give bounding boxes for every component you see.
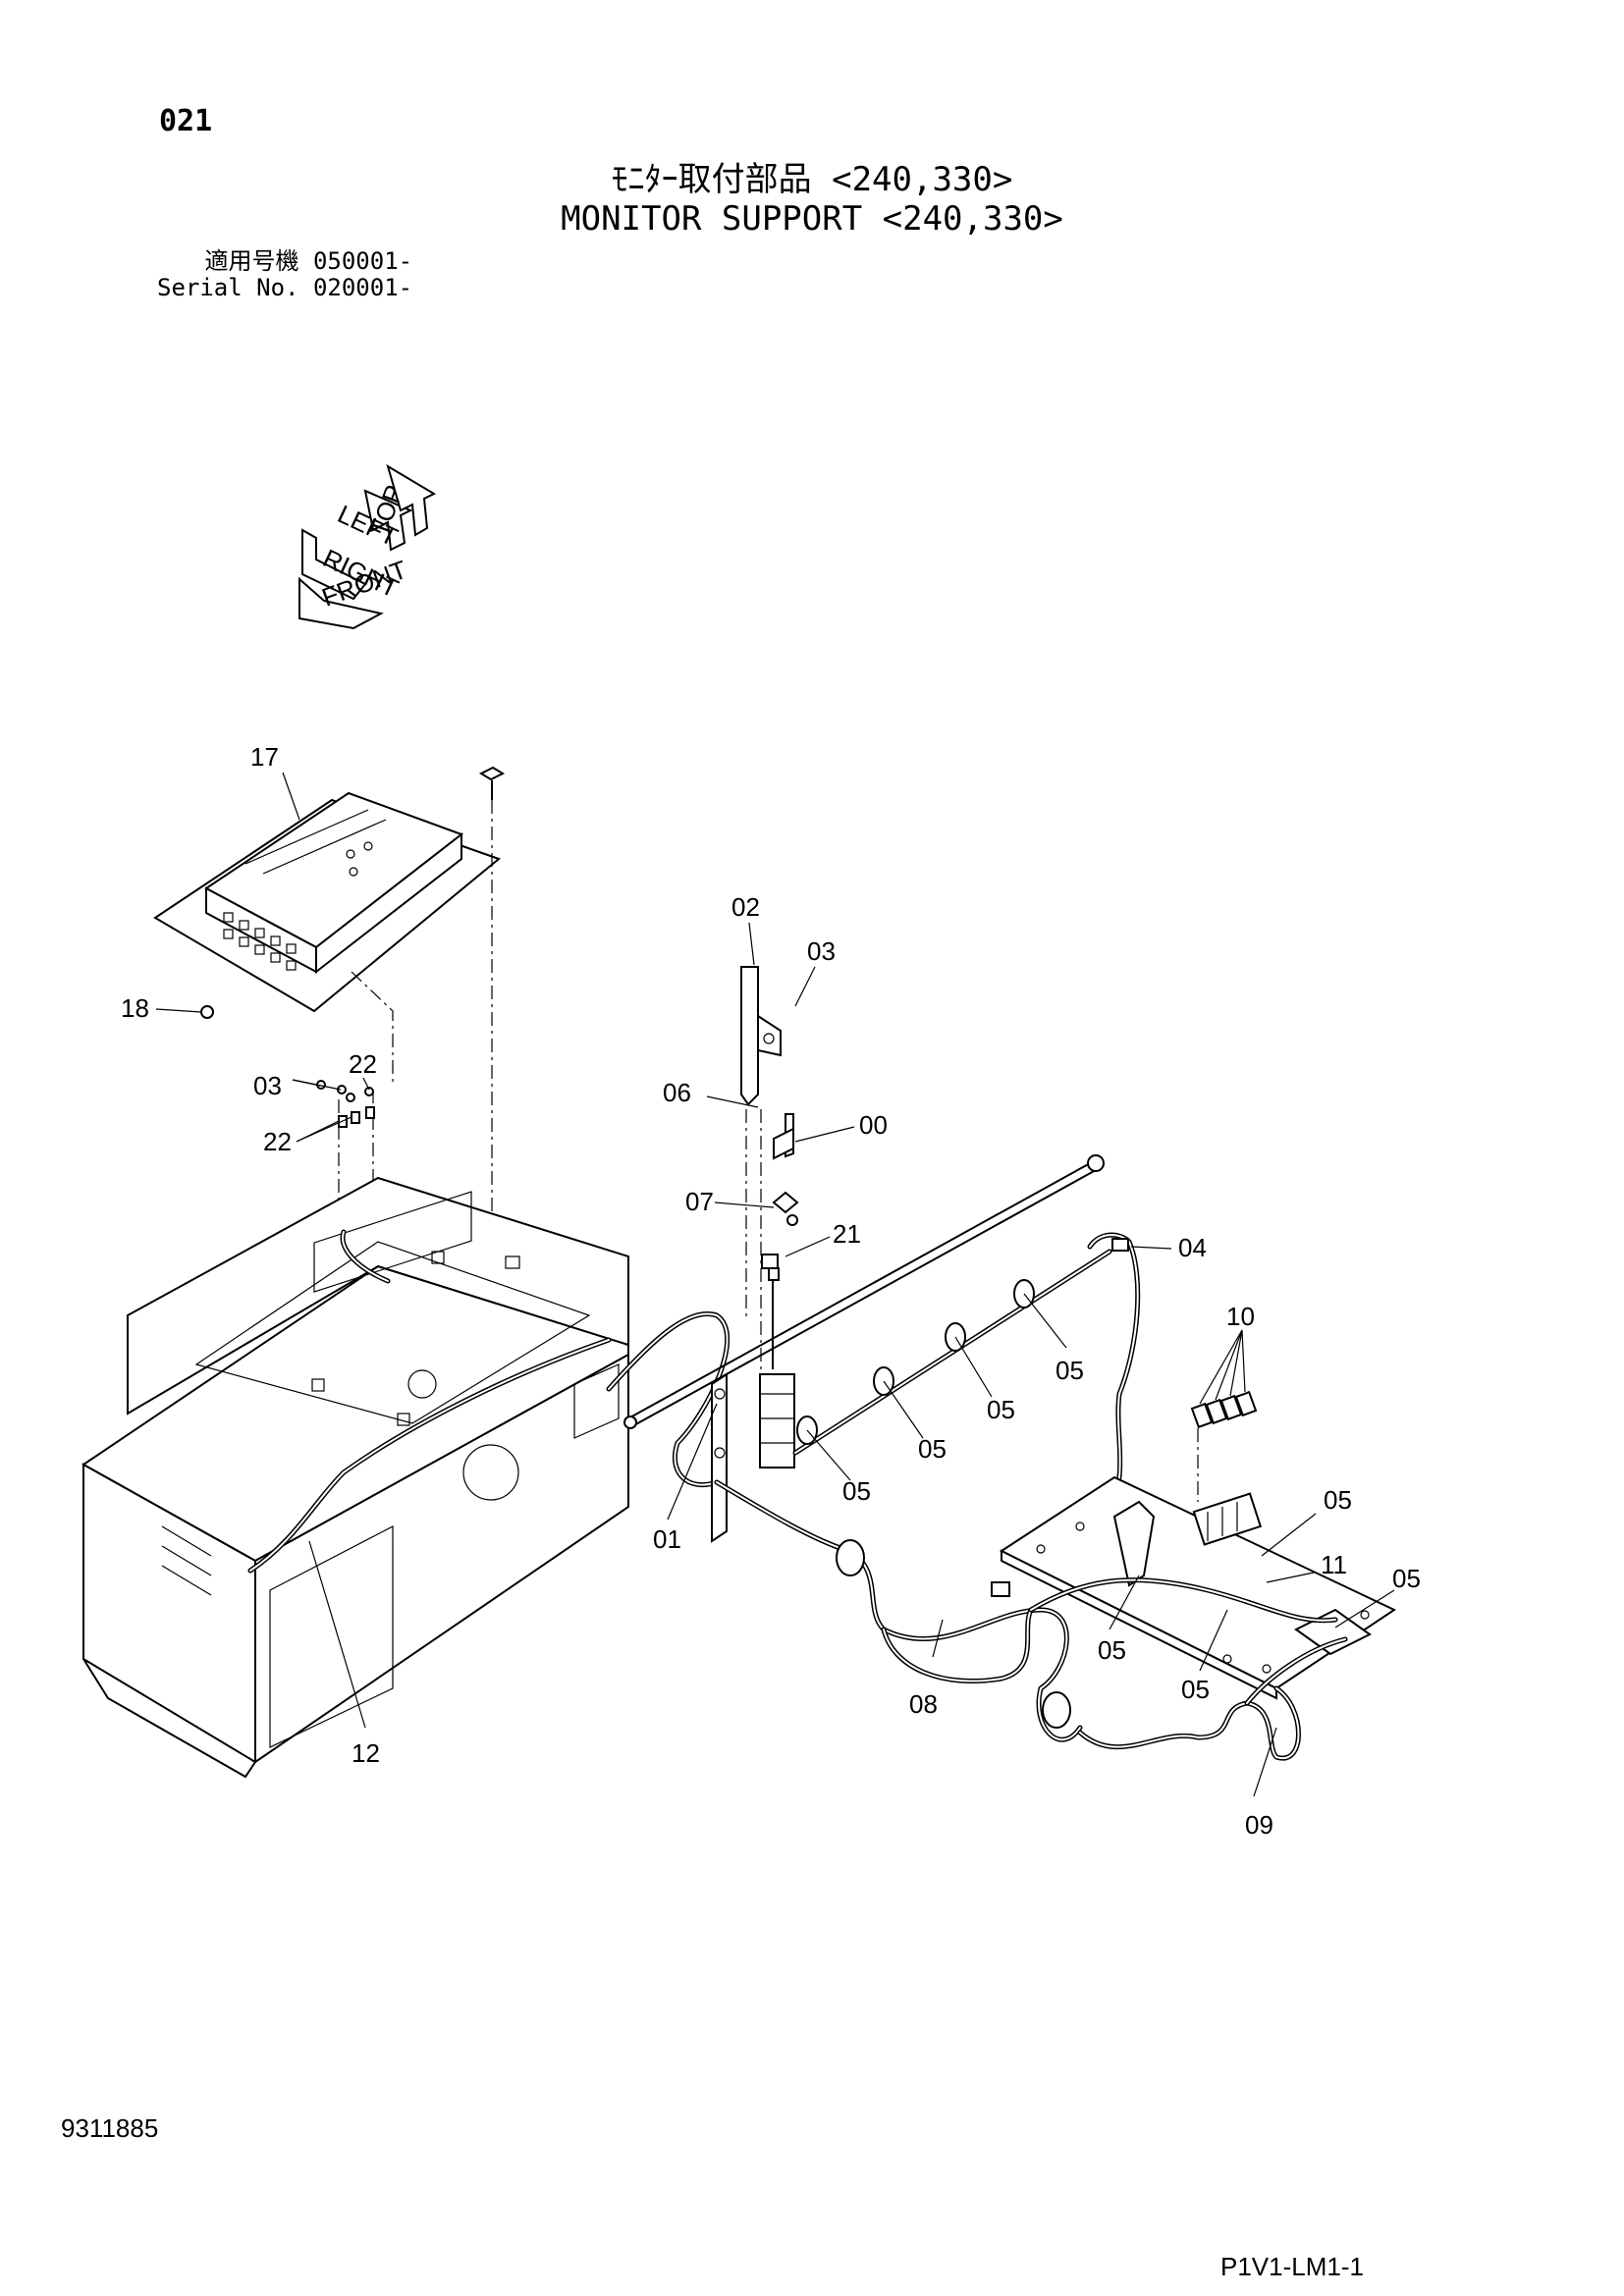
callout-05f: 05 bbox=[1392, 1564, 1421, 1593]
callout-05c: 05 bbox=[918, 1434, 947, 1464]
callout-08: 08 bbox=[909, 1689, 938, 1719]
callout-18: 18 bbox=[121, 993, 149, 1023]
callout-00: 00 bbox=[859, 1110, 888, 1140]
callout-05b: 05 bbox=[987, 1395, 1015, 1424]
console-box bbox=[81, 1176, 629, 1779]
callout-01: 01 bbox=[653, 1524, 681, 1554]
callout-21: 21 bbox=[833, 1219, 861, 1249]
callout-22a: 22 bbox=[349, 1049, 377, 1079]
callout-07: 07 bbox=[685, 1187, 714, 1216]
bolt-icon bbox=[478, 766, 506, 1276]
callout-05a: 05 bbox=[1056, 1356, 1084, 1385]
serial-en: Serial No. 020001- bbox=[157, 274, 413, 301]
callout-17: 17 bbox=[250, 742, 279, 772]
orientation-arrows-icon: RIGHT LEFT TOP FRONT bbox=[298, 463, 437, 630]
callout-10: 10 bbox=[1226, 1302, 1255, 1331]
callout-05g: 05 bbox=[1098, 1635, 1126, 1665]
nut-icon bbox=[200, 1005, 214, 1019]
callout-05e: 05 bbox=[1324, 1485, 1352, 1515]
monitor-bracket bbox=[153, 791, 502, 1013]
document-number: 9311885 bbox=[61, 2113, 159, 2143]
page-number: 021 bbox=[159, 104, 213, 138]
harness-09 bbox=[1077, 1636, 1348, 1761]
callout-04: 04 bbox=[1178, 1233, 1207, 1262]
leader-lines bbox=[155, 772, 1395, 1797]
page-title-jp: ﾓﾆﾀｰ取付部品 <240,330> bbox=[611, 160, 1013, 199]
callout-22b: 22 bbox=[263, 1127, 292, 1156]
page-code: P1V1-LM1-1 bbox=[1220, 2252, 1364, 2281]
callout-09: 09 bbox=[1245, 1810, 1273, 1840]
bracket-holes bbox=[223, 912, 297, 971]
callouts: 17 18 03 22 22 02 03 06 00 07 21 04 10 0… bbox=[121, 742, 1421, 1840]
harness-04 bbox=[792, 1232, 1141, 1515]
lower-plate bbox=[999, 1475, 1397, 1700]
connectors-10 bbox=[1190, 1329, 1258, 1502]
callout-12: 12 bbox=[352, 1738, 380, 1768]
callout-03b: 03 bbox=[807, 936, 836, 966]
serial-jp: 適用号機 050001- bbox=[204, 247, 413, 275]
callout-05h: 05 bbox=[1181, 1675, 1210, 1704]
callout-05d: 05 bbox=[842, 1476, 871, 1506]
harness-08 bbox=[714, 1479, 1338, 1742]
monitor-stay bbox=[711, 966, 799, 1543]
serial-block: 適用号機 050001- Serial No. 020001- bbox=[157, 248, 412, 301]
callout-02: 02 bbox=[731, 892, 760, 922]
page-title-en: MONITOR SUPPORT <240,330> bbox=[561, 199, 1063, 239]
callout-11: 11 bbox=[1321, 1550, 1347, 1579]
callout-03a: 03 bbox=[253, 1071, 282, 1100]
callout-06: 06 bbox=[663, 1078, 691, 1107]
long-rod bbox=[623, 1154, 1105, 1429]
